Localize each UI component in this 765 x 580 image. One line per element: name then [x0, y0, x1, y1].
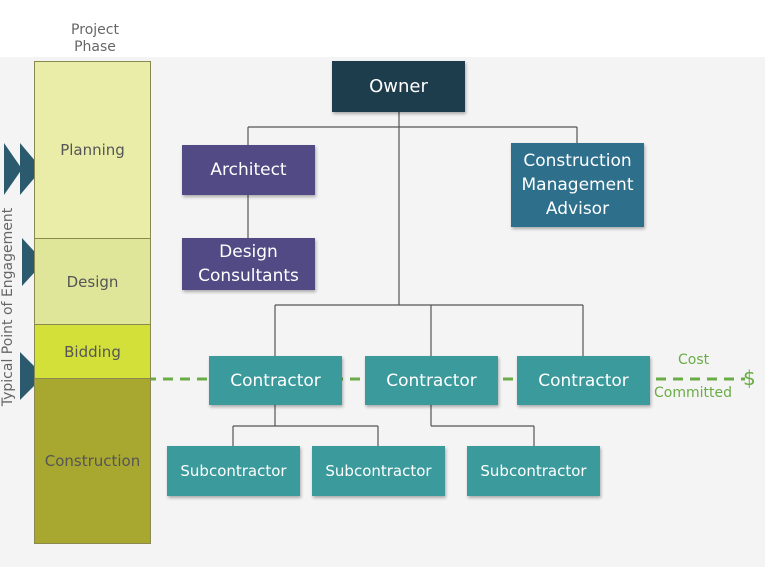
- construction-management-advisor-box: Construction Management Advisor: [511, 143, 644, 227]
- engagement-arrow-bidding: [20, 352, 44, 400]
- subcontractor-box-3: Subcontractor: [467, 446, 600, 496]
- phase-planning: Planning: [34, 61, 151, 239]
- engagement-arrow-design: [22, 238, 44, 286]
- engagement-label: Typical Point of Engagement: [0, 207, 16, 407]
- phase-design: Design: [34, 238, 151, 325]
- architect-box: Architect: [182, 145, 315, 195]
- subcontractor-box-1: Subcontractor: [167, 446, 300, 496]
- engagement-arrow-planning-1: [4, 143, 22, 195]
- phase-header: Project Phase: [71, 22, 119, 55]
- contractor-box-1: Contractor: [209, 356, 342, 405]
- design-consultants-box: Design Consultants: [182, 238, 315, 290]
- bottom-band: [0, 567, 765, 580]
- phase-bidding: Bidding: [34, 324, 151, 379]
- contractor-box-2: Contractor: [365, 356, 498, 405]
- cost-label: Cost: [678, 352, 710, 368]
- owner-box: Owner: [332, 61, 465, 112]
- engagement-arrow-planning-2: [20, 143, 42, 195]
- contractor-box-3: Contractor: [517, 356, 650, 405]
- subcontractor-box-2: Subcontractor: [312, 446, 445, 496]
- committed-label: Committed: [654, 385, 732, 401]
- phase-construction: Construction: [34, 378, 151, 544]
- dollar-icon: $: [743, 366, 756, 390]
